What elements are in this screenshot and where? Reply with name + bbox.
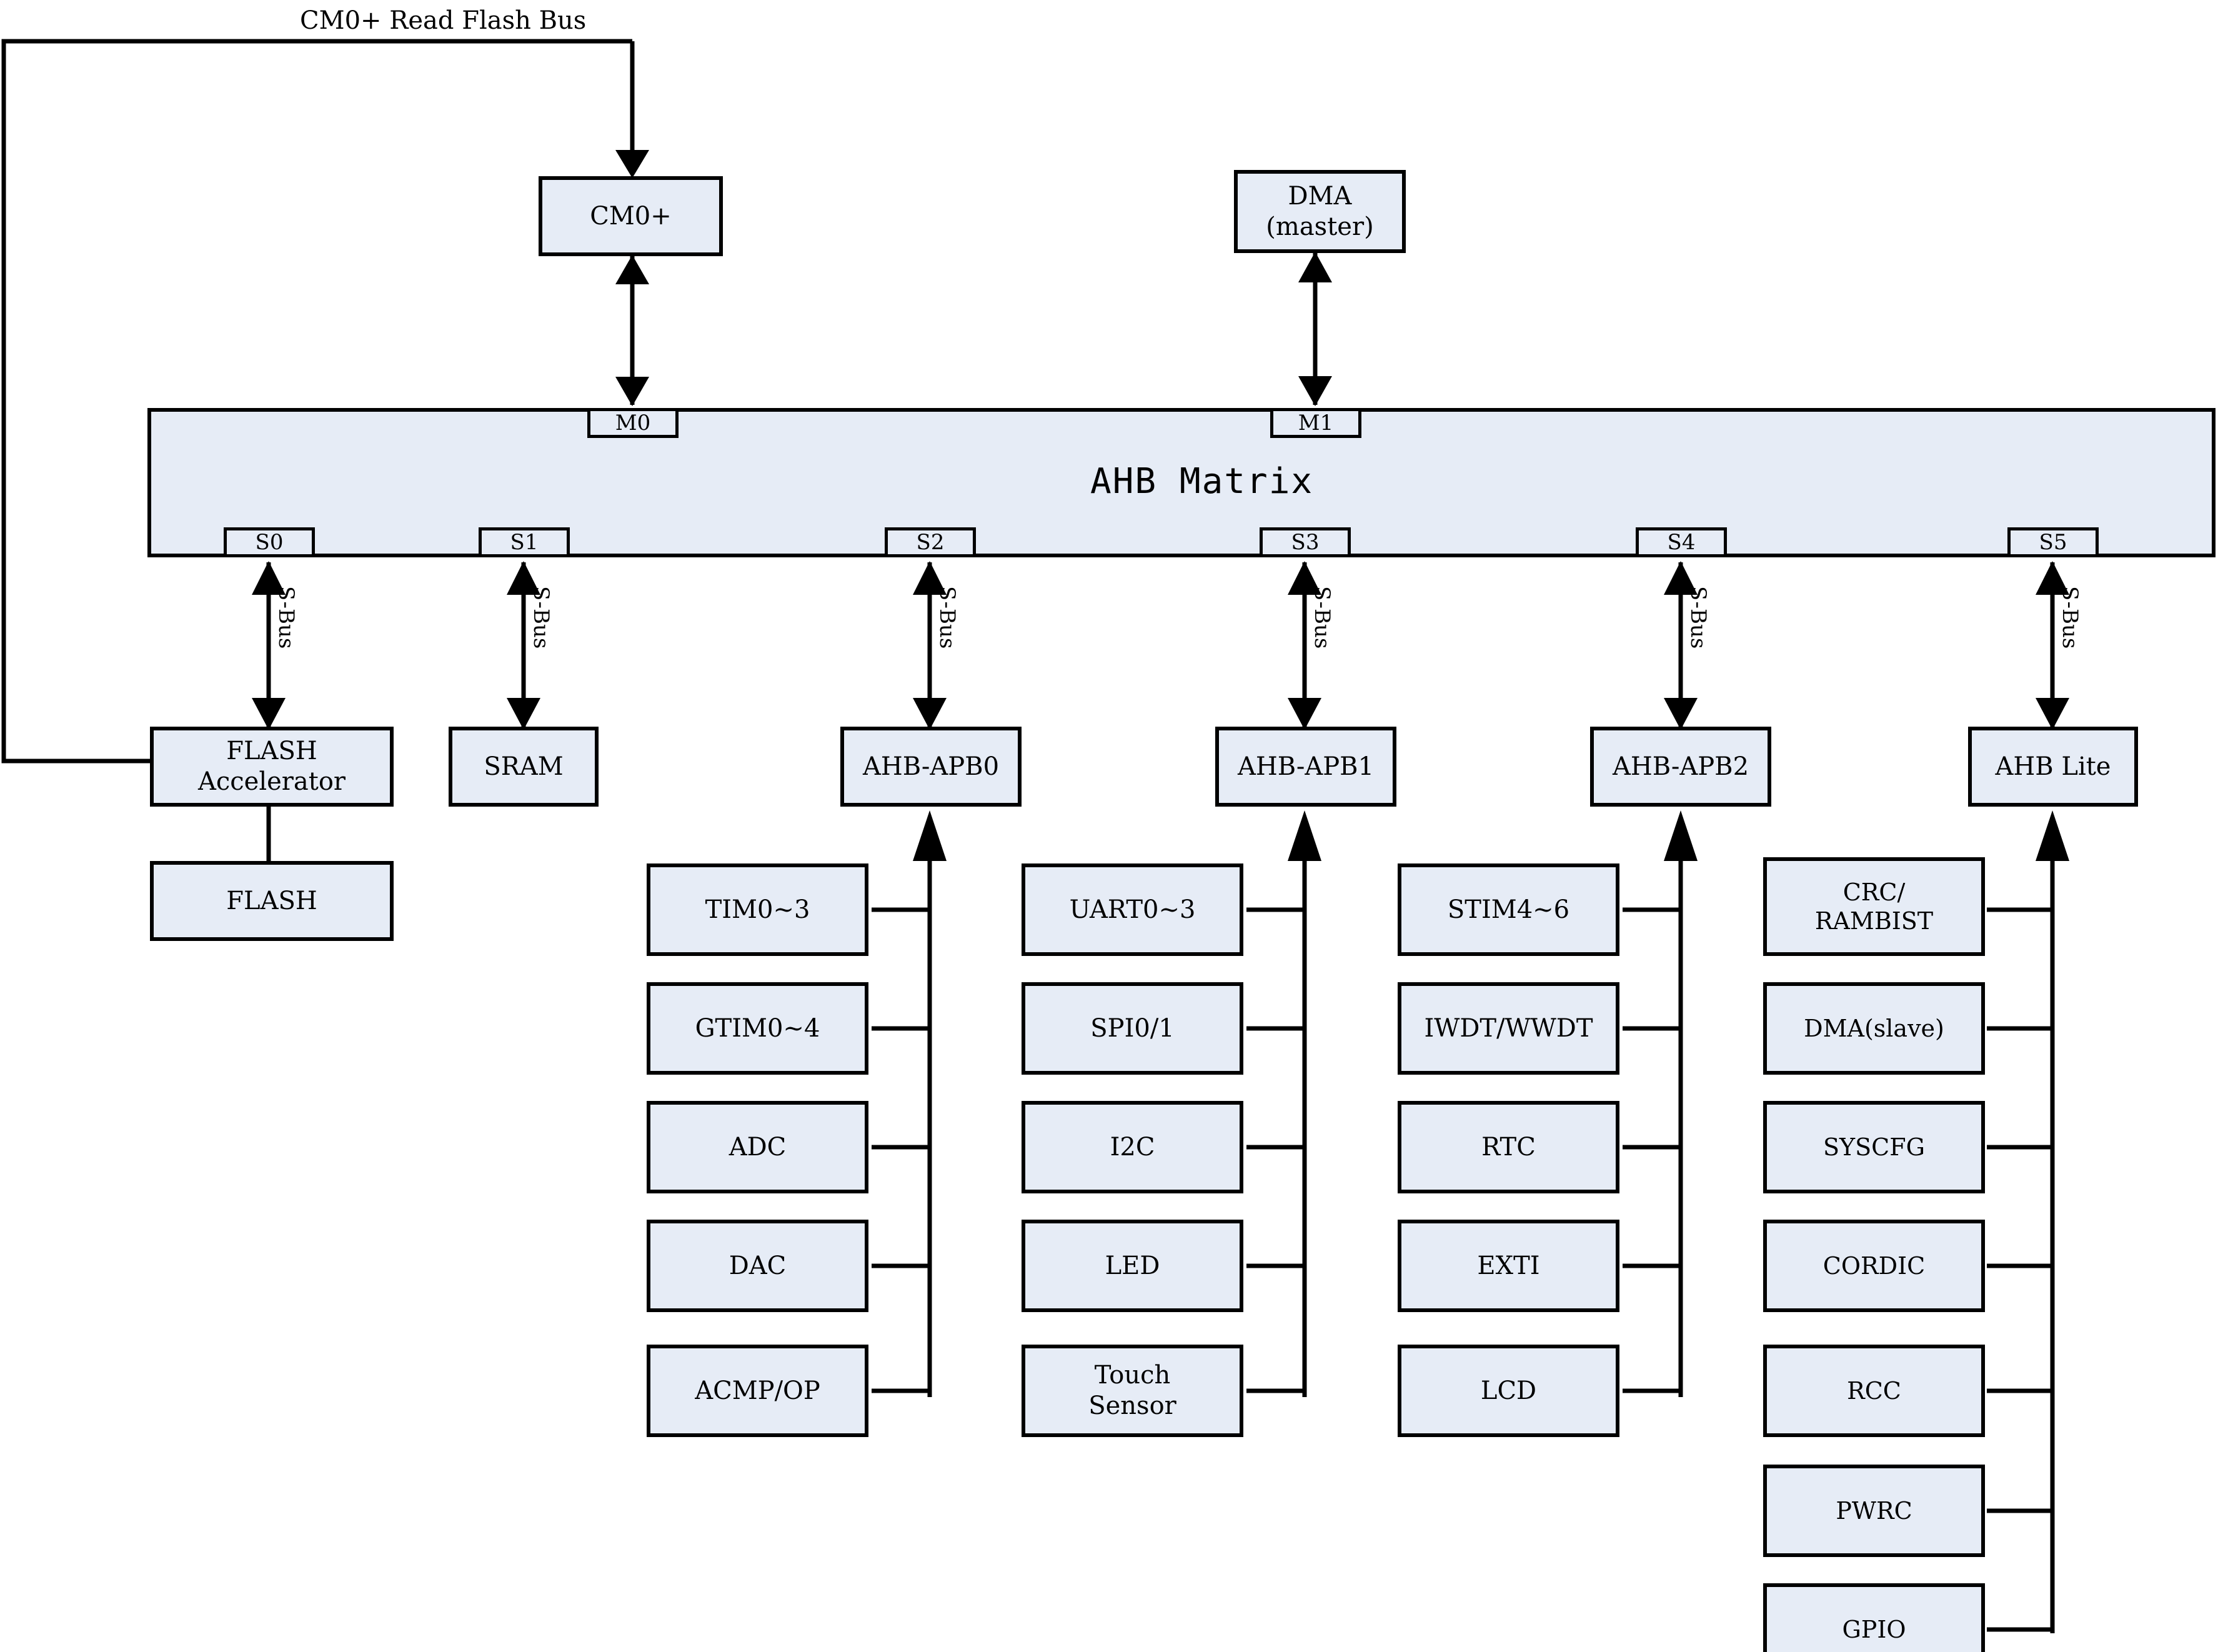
matrix-port-m1[interactable]: M1 [1270, 408, 1361, 438]
peripheral-dac[interactable]: DAC [647, 1220, 868, 1312]
peripheral-lcd[interactable]: LCD [1398, 1345, 1619, 1437]
peripheral-dma-slave[interactable]: DMA(slave) [1763, 982, 1985, 1075]
arrowhead-s1-up [507, 561, 540, 595]
matrix-port-m0[interactable]: M0 [587, 408, 679, 438]
block-flash-accelerator[interactable]: FLASH Accelerator [150, 727, 394, 807]
arrowhead-m1-down [1298, 376, 1332, 406]
peripheral-adc[interactable]: ADC [647, 1101, 868, 1193]
peripheral-tim0-3[interactable]: TIM0~3 [647, 863, 868, 956]
read-flash-bus-caption: CM0+ Read Flash Bus [300, 6, 587, 35]
arrowhead-s2-down [913, 698, 947, 730]
arrowhead-s2-up [913, 561, 947, 595]
arrowhead-s0-up [252, 561, 286, 595]
arrowhead-s4-up [1664, 561, 1698, 595]
peripheral-uart0-3[interactable]: UART0~3 [1022, 863, 1243, 956]
arrowhead-s0-down [252, 698, 286, 730]
peripheral-iwdt-wwdt[interactable]: IWDT/WWDT [1398, 982, 1619, 1075]
block-cm0-master[interactable]: CM0+ [539, 176, 723, 256]
matrix-port-s2[interactable]: S2 [885, 527, 976, 557]
block-ahb-apb0-bridge[interactable]: AHB-APB0 [840, 727, 1022, 807]
sbus-label-s1: S-Bus [529, 586, 554, 649]
arrowhead-s4-down [1664, 698, 1698, 730]
block-sram[interactable]: SRAM [449, 727, 599, 807]
arrowhead-s5-down [2036, 698, 2069, 730]
arrowhead-apb2-up [1664, 810, 1698, 861]
peripheral-i2c[interactable]: I2C [1022, 1101, 1243, 1193]
peripheral-cordic[interactable]: CORDIC [1763, 1220, 1985, 1312]
peripheral-gtim0-4[interactable]: GTIM0~4 [647, 982, 868, 1075]
matrix-port-s5[interactable]: S5 [2007, 527, 2099, 557]
block-ahb-apb1-bridge[interactable]: AHB-APB1 [1215, 727, 1396, 807]
peripheral-led[interactable]: LED [1022, 1220, 1243, 1312]
arrowhead-lite-up [2036, 810, 2069, 861]
arrowhead-readbus-cm0 [615, 150, 649, 178]
peripheral-exti[interactable]: EXTI [1398, 1220, 1619, 1312]
sbus-label-s2: S-Bus [935, 586, 960, 649]
arrowhead-s3-down [1288, 698, 1321, 730]
peripheral-syscfg[interactable]: SYSCFG [1763, 1101, 1985, 1193]
block-dma-master[interactable]: DMA (master) [1234, 170, 1406, 253]
arrowhead-dma-up [1298, 252, 1332, 282]
matrix-port-s4[interactable]: S4 [1636, 527, 1727, 557]
peripheral-rtc[interactable]: RTC [1398, 1101, 1619, 1193]
block-flash-memory[interactable]: FLASH [150, 861, 394, 941]
arrowhead-cm0-up [615, 255, 649, 284]
matrix-port-s0[interactable]: S0 [224, 527, 315, 557]
arrowhead-s5-up [2036, 561, 2069, 595]
wire-read-flash-bus [1, 39, 632, 764]
sbus-label-s0: S-Bus [274, 586, 299, 649]
peripheral-crc-rambist[interactable]: CRC/ RAMBIST [1763, 857, 1985, 956]
sbus-label-s5: S-Bus [2057, 586, 2082, 649]
ahb-matrix-title: AHB Matrix [1090, 461, 1314, 502]
arrowhead-apb1-up [1288, 810, 1321, 861]
peripheral-pwrc[interactable]: PWRC [1763, 1465, 1985, 1557]
block-ahb-lite-bridge[interactable]: AHB Lite [1968, 727, 2138, 807]
peripheral-gpio[interactable]: GPIO [1763, 1583, 1985, 1652]
arrowhead-m0-down [615, 377, 649, 406]
arrowhead-s3-up [1288, 561, 1321, 595]
matrix-port-s3[interactable]: S3 [1260, 527, 1351, 557]
peripheral-acmp-op[interactable]: ACMP/OP [647, 1345, 868, 1437]
peripheral-spi0-1[interactable]: SPI0/1 [1022, 982, 1243, 1075]
peripheral-rcc[interactable]: RCC [1763, 1345, 1985, 1437]
sbus-label-s4: S-Bus [1686, 586, 1711, 649]
peripheral-touch-sensor[interactable]: Touch Sensor [1022, 1345, 1243, 1437]
arrowhead-s1-down [507, 698, 540, 730]
arrowhead-apb0-up [913, 810, 947, 861]
peripheral-stim4-6[interactable]: STIM4~6 [1398, 863, 1619, 956]
block-ahb-apb2-bridge[interactable]: AHB-APB2 [1590, 727, 1771, 807]
matrix-port-s1[interactable]: S1 [479, 527, 570, 557]
sbus-label-s3: S-Bus [1310, 586, 1335, 649]
